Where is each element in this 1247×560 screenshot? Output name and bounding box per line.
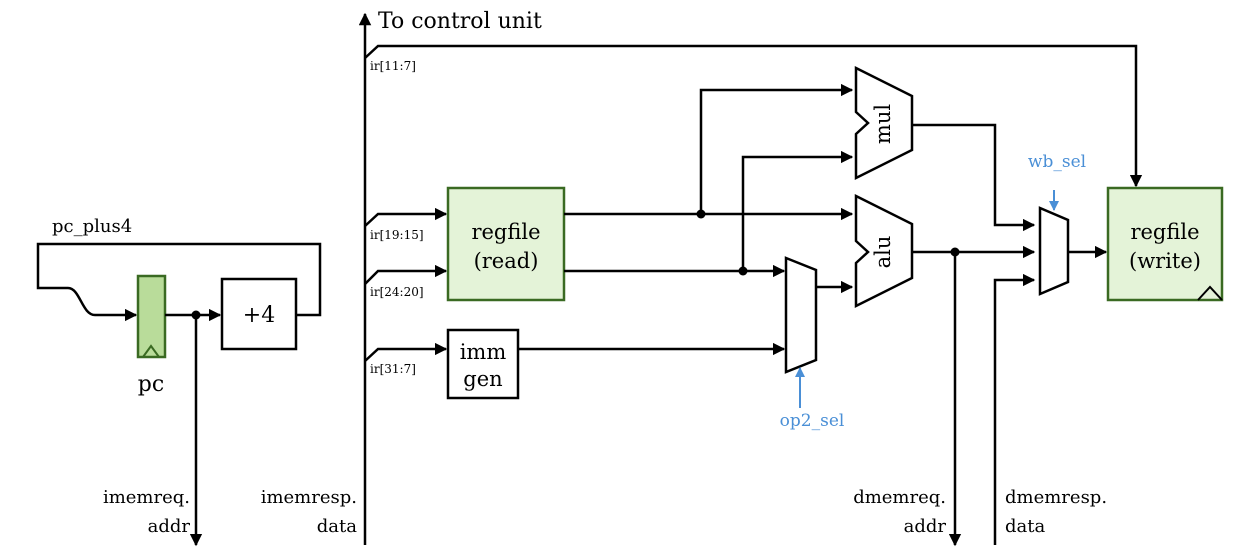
ir-11-7-wire <box>364 44 1143 188</box>
imm-gen-label-1: imm <box>460 340 507 364</box>
imemresp-label-2: data <box>317 516 357 537</box>
imm-gen-block <box>446 328 520 400</box>
dmemreq-label-1: dmemreq. <box>853 487 946 508</box>
op2-sel-label: op2_sel <box>780 411 845 431</box>
ir-24-20-wire <box>364 264 448 285</box>
mul-unit: mul <box>854 65 1036 232</box>
plus4-adder <box>220 277 298 351</box>
pc-label: pc <box>138 372 164 397</box>
imm-gen-label-2: gen <box>463 367 502 391</box>
ir-11-7-label: ir[11:7] <box>370 59 416 73</box>
regfile-read-block <box>446 186 566 302</box>
operand-wiring <box>518 83 854 356</box>
alu-unit: alu <box>854 193 1036 547</box>
pc-section: pc_plus4 pc +4 imemreq. addr <box>36 216 322 547</box>
ir-19-15-label: ir[19:15] <box>370 228 424 242</box>
regfile-read: regfile (read) <box>446 186 566 302</box>
mul-label: mul <box>871 104 895 144</box>
imemreq-label-2: addr <box>148 516 191 537</box>
rs1-to-mul-wire <box>699 83 854 214</box>
ir-31-7-label: ir[31:7] <box>370 362 416 376</box>
pc-plus4-label: pc_plus4 <box>52 216 132 237</box>
pc-plus4-wire <box>36 242 322 322</box>
dmemreq-label-2: addr <box>904 516 947 537</box>
op2-mux: op2_sel <box>780 256 854 431</box>
imemreq-label-1: imemreq. <box>103 487 190 508</box>
ir-31-7-wire <box>364 342 448 362</box>
alu-label: alu <box>871 236 895 269</box>
rs2-to-mul-wire <box>741 150 854 271</box>
regfile-write-label-1: regfile <box>1130 220 1199 244</box>
dmemresp-data-wire <box>993 273 1036 545</box>
ir-19-15-wire <box>364 207 448 227</box>
regfile-write-label-2: (write) <box>1129 249 1201 273</box>
plus4-label: +4 <box>243 303 275 328</box>
mul-block <box>854 65 914 181</box>
pc-register <box>136 274 167 359</box>
imm-gen: imm gen <box>446 328 520 400</box>
regfile-write-block <box>1106 186 1224 302</box>
ir-24-20-label: ir[24:20] <box>370 285 424 299</box>
imemresp-label-1: imemresp. <box>261 487 357 508</box>
alu-block <box>854 193 914 309</box>
op2-mux-block <box>784 256 818 374</box>
wb-mux-block <box>1038 206 1070 296</box>
regfile-read-label-1: regfile <box>471 220 540 244</box>
instruction-bus: To control unit imemresp. data ir[11:7] … <box>261 9 1143 545</box>
regfile-read-label-2: (read) <box>474 249 539 273</box>
pc-clock-icon <box>142 344 160 358</box>
control-unit-label: To control unit <box>378 9 542 34</box>
wb-sel-label: wb_sel <box>1028 152 1086 172</box>
wb-mux: wb_sel <box>1028 152 1108 296</box>
dmemresp-label-2: data <box>1005 516 1045 537</box>
regfile-write: regfile (write) <box>1106 186 1224 302</box>
mul-out-wire <box>912 123 1036 232</box>
regfile-clock-icon <box>1197 285 1223 301</box>
dmemresp-label-1: dmemresp. <box>1005 487 1107 508</box>
